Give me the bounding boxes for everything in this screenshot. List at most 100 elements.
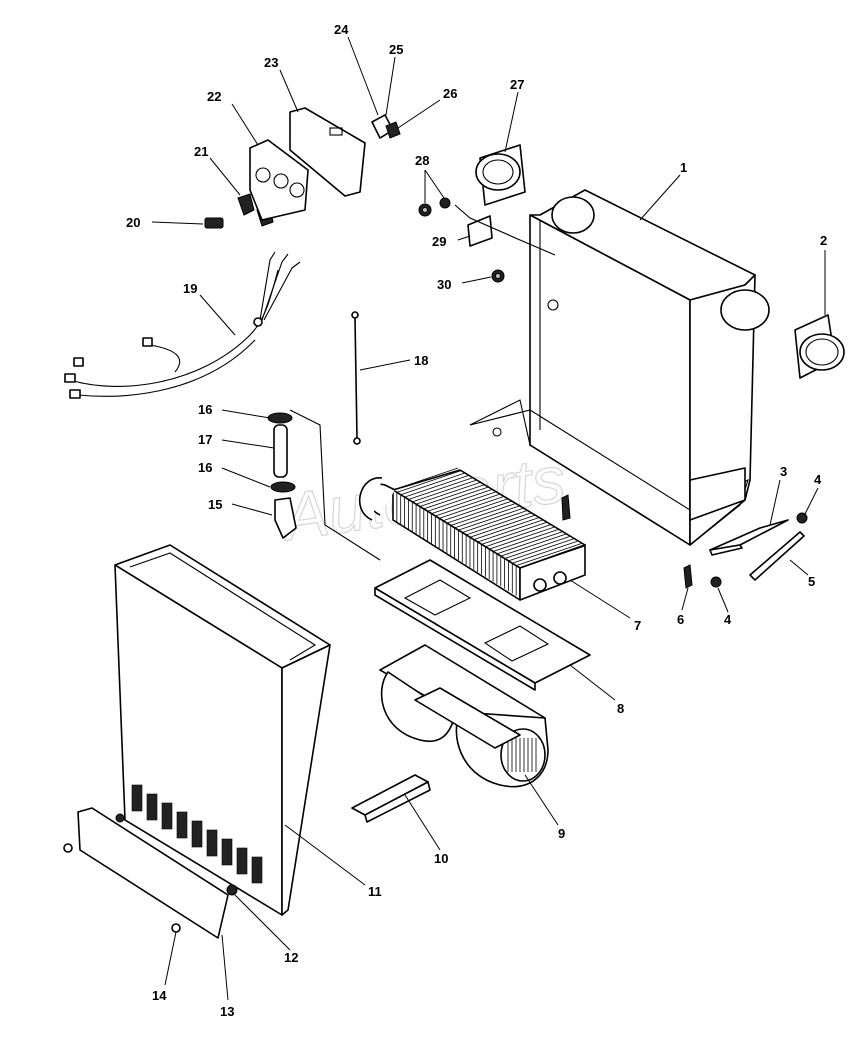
callout-24: 24	[334, 22, 349, 37]
part-tray	[374, 559, 591, 691]
part-clip-6	[561, 494, 693, 589]
part-rail-5	[749, 531, 805, 581]
callout-22: 22	[207, 89, 221, 104]
callout-6: 6	[677, 612, 684, 627]
heater-fin	[462, 510, 528, 533]
callout-8: 8	[617, 701, 624, 716]
heater-fin	[469, 514, 536, 538]
heater-fin	[415, 481, 482, 505]
callout-9: 9	[558, 826, 565, 841]
callout-15: 15	[208, 497, 222, 512]
callout-13: 13	[220, 1004, 234, 1019]
heater-fin	[419, 484, 486, 507]
heater-fin	[519, 545, 586, 569]
heater-fin	[408, 477, 474, 500]
grille-slot	[161, 802, 173, 830]
heater-fin	[492, 529, 559, 552]
callout-30: 30	[437, 277, 451, 292]
heater-fin	[450, 503, 516, 526]
heater-fin	[508, 538, 574, 562]
callout-3: 3	[780, 464, 787, 479]
part-water-valve	[267, 409, 381, 561]
heater-fin	[458, 507, 524, 531]
callout-2: 2	[820, 233, 827, 248]
heater-fin	[454, 505, 520, 529]
callout-14: 14	[152, 988, 167, 1003]
part-nuts-4	[710, 512, 808, 588]
grille-slot	[176, 811, 188, 839]
part-heater-core	[358, 467, 586, 601]
part-blower	[379, 644, 549, 788]
heater-fin	[435, 493, 501, 517]
heater-fin	[423, 486, 489, 510]
part-wiring-harness	[64, 251, 301, 399]
callout-18: 18	[414, 353, 428, 368]
heater-fin	[439, 495, 505, 519]
heater-fin	[442, 498, 509, 522]
callout-27: 27	[510, 77, 524, 92]
heater-fin	[512, 540, 578, 564]
callout-21: 21	[194, 144, 208, 159]
heater-fin	[465, 512, 532, 536]
grille-slot	[236, 847, 248, 875]
callout-4b: 4	[724, 612, 732, 627]
heater-fin	[489, 526, 555, 550]
callout-16a: 16	[198, 402, 212, 417]
callout-28: 28	[415, 153, 429, 168]
grille-slot	[251, 856, 263, 884]
part-cap-20	[204, 217, 224, 229]
callout-29: 29	[432, 234, 446, 249]
part-housing	[469, 189, 770, 546]
heater-fin	[477, 519, 543, 543]
callout-19: 19	[183, 281, 197, 296]
part-front-cover	[114, 544, 331, 916]
heater-fin	[516, 543, 582, 567]
heater-fin	[412, 479, 478, 503]
grille-slot	[146, 793, 158, 821]
part-bracket-29	[454, 204, 556, 256]
callout-7: 7	[634, 618, 641, 633]
heater-fin	[496, 531, 563, 555]
part-outlet-flange-right	[794, 314, 845, 379]
heater-fin	[500, 533, 566, 557]
heater-fin	[446, 500, 513, 524]
grille-slot	[221, 838, 233, 866]
callouts: 1 2 3 4 4 5 6 7 8 9 10 11 12 13 14 15 16…	[126, 22, 827, 1019]
heater-fin	[400, 472, 466, 496]
callout-23: 23	[264, 55, 278, 70]
callout-5: 5	[808, 574, 815, 589]
part-rod	[351, 311, 361, 445]
heater-fin	[404, 474, 470, 498]
heater-fin	[392, 467, 459, 491]
part-plate-3	[709, 519, 789, 556]
grille-slot	[131, 784, 143, 812]
callout-25: 25	[389, 42, 403, 57]
callout-10: 10	[434, 851, 448, 866]
part-control-mounting-plate	[289, 107, 366, 197]
heater-fin	[481, 521, 547, 545]
callout-17: 17	[198, 432, 212, 447]
part-outlet-flange-top	[475, 144, 526, 206]
leader-lines	[151, 36, 826, 1001]
part-trim-panel	[63, 807, 238, 939]
part-grommets	[418, 197, 505, 283]
callout-12: 12	[284, 950, 298, 965]
heater-fin	[485, 524, 551, 548]
heater-fin	[431, 491, 497, 515]
callout-26: 26	[443, 86, 457, 101]
part-bracket-10	[351, 774, 431, 823]
heater-fin	[396, 469, 462, 493]
callout-1: 1	[680, 160, 687, 175]
grille-slot	[206, 829, 218, 857]
grille-slot	[191, 820, 203, 848]
part-small-bracket	[371, 114, 401, 139]
heater-fin	[473, 517, 539, 541]
callout-4a: 4	[814, 472, 822, 487]
heater-fin	[427, 488, 493, 512]
callout-11: 11	[368, 884, 382, 899]
callout-20: 20	[126, 215, 140, 230]
part-control-faceplate	[249, 139, 309, 221]
callout-16b: 16	[198, 460, 212, 475]
